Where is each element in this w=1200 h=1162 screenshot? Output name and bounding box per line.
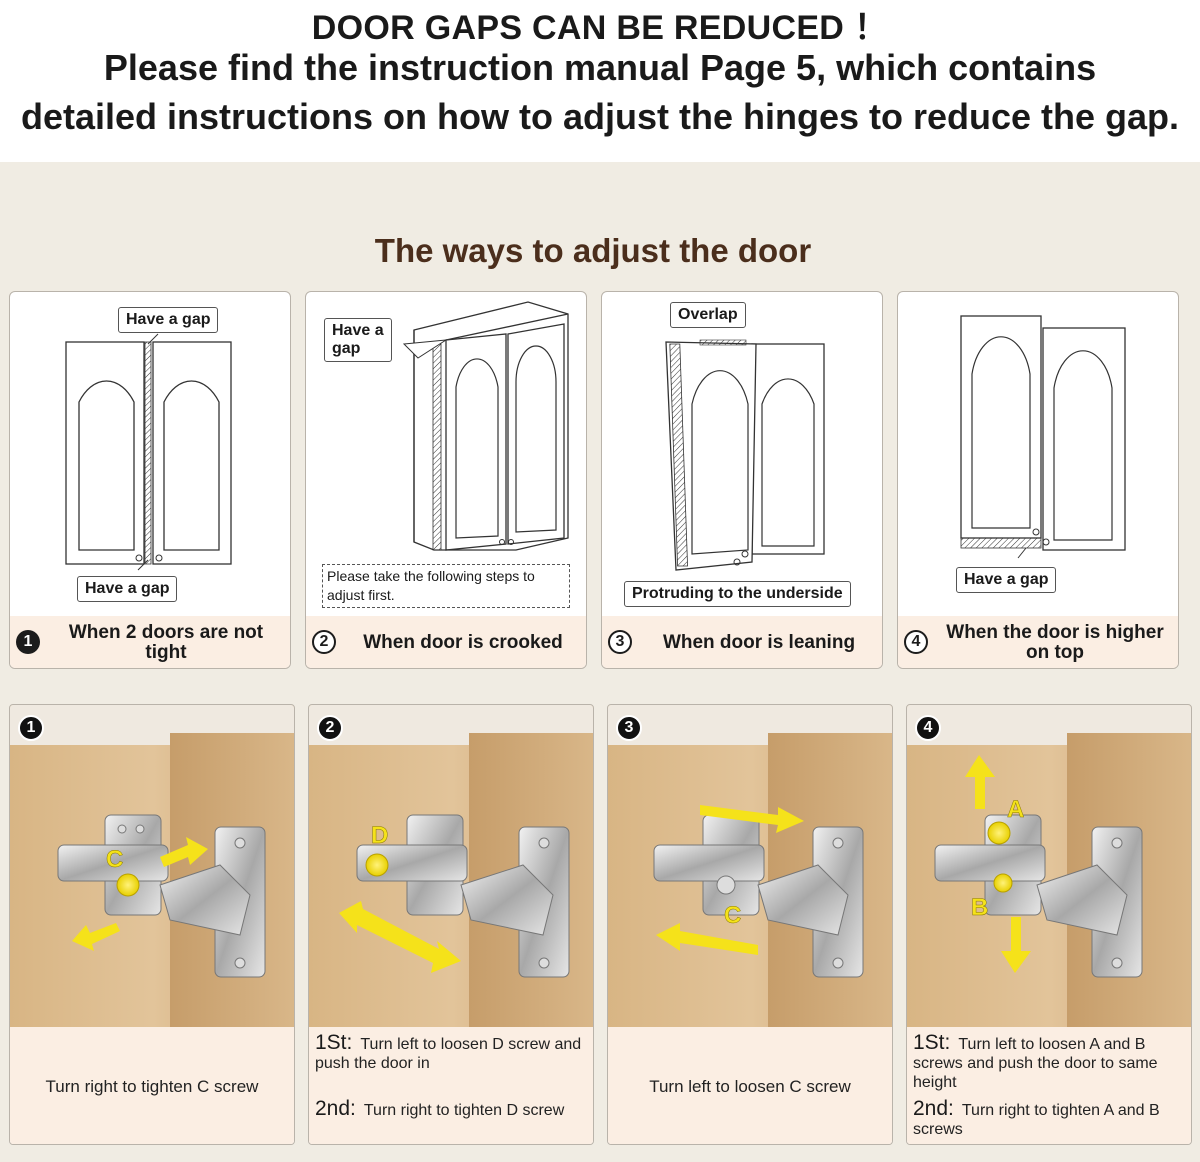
label-have-gap: Have a gap [956, 567, 1057, 593]
leaning-door-diagram [665, 339, 825, 571]
hinge-illustration: C [608, 705, 892, 1027]
step-number-badge: 4 [915, 715, 941, 741]
hinge-illustration: C [10, 705, 294, 1027]
step-tag: 1St: [913, 1031, 951, 1054]
step-tag: 2nd: [315, 1097, 356, 1120]
step-tag: 2nd: [913, 1097, 954, 1120]
step-text: Turn right to tighten D screw [363, 1102, 565, 1119]
caption-text: Turn right to tighten C screw [45, 1076, 259, 1096]
step-number-badge: 1 [16, 630, 40, 654]
card-caption: 2 When door is crooked [306, 616, 586, 668]
card-caption: 3 When door is leaning [602, 616, 882, 668]
step-2: 2nd: Turn right to tighten D screw [315, 1097, 589, 1120]
diagram-card-4: Have a gap 4 When the door is higher on … [897, 291, 1179, 669]
photo-caption: 1St:Turn left to loosen A and B screws a… [907, 1027, 1191, 1144]
step-number-badge: 3 [616, 715, 642, 741]
screw-letter-b: B [971, 894, 988, 921]
photo-caption: 1St:Turn left to loosen D screw and push… [309, 1027, 593, 1144]
caption-text: When 2 doors are not tight [68, 622, 264, 663]
screw-letter: C [724, 902, 741, 929]
caption-text: When the door is higher on top [946, 622, 1164, 663]
step-number-badge: 2 [317, 715, 343, 741]
label-overlap: Overlap [670, 302, 746, 328]
headline: DOOR GAPS CAN BE REDUCED ！ [311, 9, 889, 47]
step-text: Turn left to loosen D screw and push the… [315, 1036, 582, 1072]
two-doors-gap-diagram [65, 333, 232, 571]
screw-letter: D [371, 822, 388, 849]
card-caption: 4 When the door is higher on top [898, 616, 1178, 668]
hinge-photo-card-1: C 1 Turn right to tighten C screw [9, 704, 295, 1145]
caption-text: When door is leaning [662, 632, 856, 653]
step-number-badge: 3 [608, 630, 632, 654]
hinge-photo-card-3: C 3 Turn left to loosen C screw [607, 704, 893, 1145]
step-number-badge: 1 [18, 715, 44, 741]
screw-letter-a: A [1007, 796, 1024, 823]
label-have-gap: Have a gap [324, 318, 392, 362]
hinge-illustration: A B [907, 705, 1191, 1027]
caption-text: When door is crooked [363, 632, 563, 653]
diagram-card-3: Overlap Protruding to the underside 3 Wh… [601, 291, 883, 669]
step-number-badge: 4 [904, 630, 928, 654]
photo-caption: Turn left to loosen C screw [608, 1027, 892, 1144]
screw-letter: C [106, 846, 123, 873]
diagram-card-1: Have a gap Have a gap 1 When 2 doors are… [9, 291, 291, 669]
subheadline-1: Please find the instruction manual Page … [103, 47, 1097, 88]
step-tag: 1St: [315, 1031, 353, 1054]
step-text: Turn left to loosen A and B screws and p… [913, 1036, 1158, 1091]
step-text: Turn right to tighten A and B screws [913, 1102, 1160, 1138]
step-1: 1St:Turn left to loosen D screw and push… [315, 1031, 589, 1073]
higher-door-diagram [960, 315, 1126, 559]
label-have-gap-bottom: Have a gap [77, 576, 178, 602]
subheadline-2: detailed instructions on how to adjust t… [20, 96, 1180, 137]
photo-caption: Turn right to tighten C screw [10, 1027, 294, 1144]
hinge-photo-card-2: D 2 1St:Turn left to loosen D screw and … [308, 704, 594, 1145]
crooked-cabinet-diagram [402, 301, 569, 551]
step-1: 1St:Turn left to loosen A and B screws a… [913, 1031, 1187, 1092]
header-banner: DOOR GAPS CAN BE REDUCED ！ Please find t… [0, 0, 1200, 162]
diagram-card-2: Have a gap Please take the following ste… [305, 291, 587, 669]
caption-text: Turn left to loosen C screw [649, 1076, 851, 1096]
label-protruding: Protruding to the underside [624, 581, 851, 607]
note-adjust-first: Please take the following steps to adjus… [322, 564, 570, 608]
section-title: The ways to adjust the door [374, 232, 812, 269]
card-caption: 1 When 2 doors are not tight [10, 616, 290, 668]
hinge-photo-card-4: A B 4 1St:Turn left to loosen A and B sc… [906, 704, 1192, 1145]
step-2: 2nd:Turn right to tighten A and B screws [913, 1097, 1187, 1139]
step-number-badge: 2 [312, 630, 336, 654]
hinge-illustration: D [309, 705, 593, 1027]
label-have-gap-top: Have a gap [118, 307, 219, 333]
